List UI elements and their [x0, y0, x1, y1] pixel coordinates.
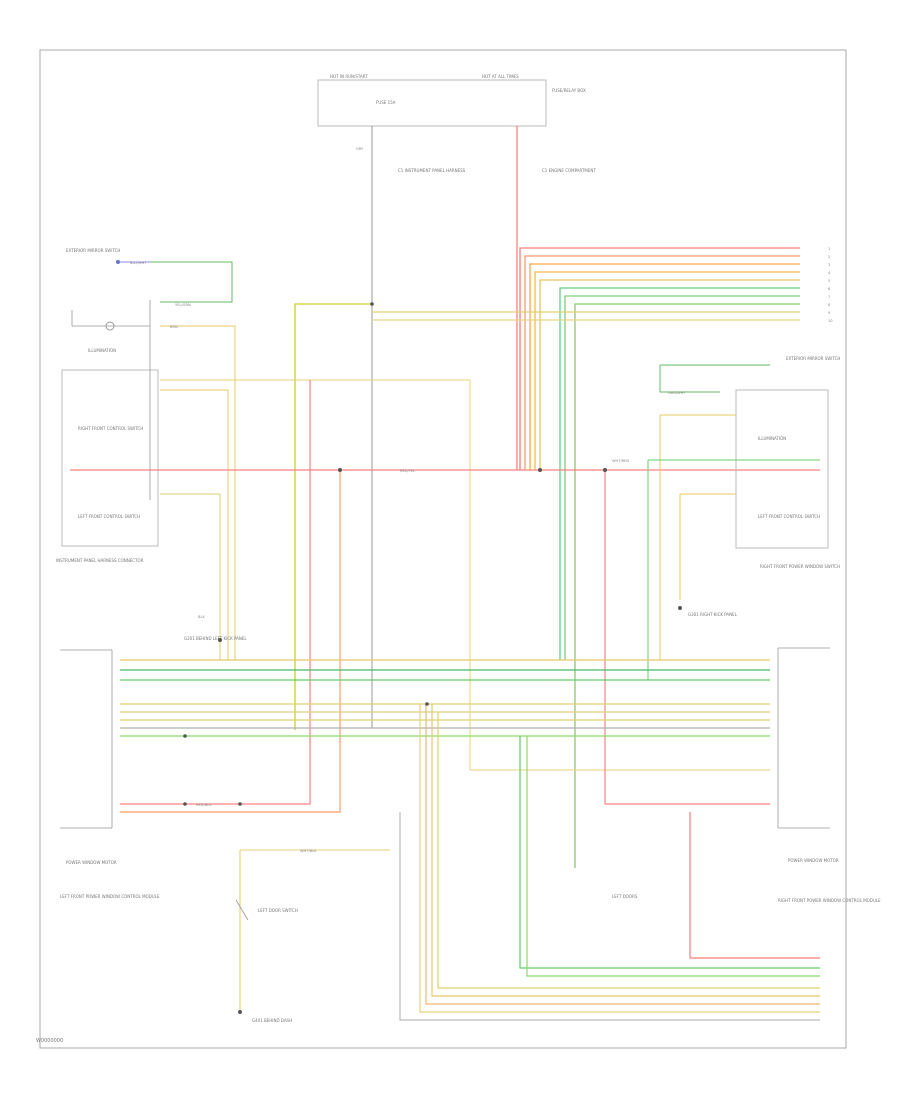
svg-text:3: 3: [828, 263, 830, 267]
wire-label-wht-red: WHT/RED: [612, 459, 629, 463]
left-mirror-switch: EXTERIOR MIRROR SWITCH: [66, 248, 233, 303]
svg-text:1: 1: [828, 247, 830, 251]
left-front-switch: RIGHT FRONT CONTROL SWITCH LEFT FRONT CO…: [61, 300, 820, 771]
fuse-box: HOT IN RUN/START HOT AT ALL TIMES FUSE 1…: [317, 74, 586, 127]
left-splice-label: C1 INSTRUMENT PANEL HARNESS: [398, 168, 466, 173]
bottom-fanout-wires: [399, 704, 820, 1021]
splice-dots: [183, 302, 607, 806]
svg-text:2: 2: [828, 255, 830, 259]
wire-label-red-yel: RED/YEL: [400, 469, 415, 473]
red-vertical-wire-2: [120, 470, 341, 813]
right-motor-module-label: RIGHT FRONT POWER WINDOW CONTROL MODULE: [778, 898, 881, 903]
diagram-frame: [39, 49, 847, 1049]
svg-text:10: 10: [828, 319, 833, 323]
fuse-box-right-title: HOT AT ALL TIMES: [482, 74, 519, 79]
left-door-switch: LEFT DOOR SWITCH G401 BEHIND DASH LEFT D…: [235, 849, 638, 1023]
svg-text:4: 4: [828, 271, 831, 275]
left-illumination-label: ILLUMINATION: [88, 348, 116, 353]
wire-color-labels: RED/YEL WHT/RED YEL/GRN GRN/WHT BLU/WHT …: [130, 147, 686, 853]
left-motor-label: POWER WINDOW MOTOR: [66, 860, 117, 865]
ground-left-label: G201 BEHIND LEFT KICK PANEL: [184, 636, 247, 641]
wire-label-red-blu: RED/BLU: [196, 803, 212, 807]
fuse-box-right-label: FUSE/RELAY BOX: [552, 88, 586, 93]
right-illumination-label: ILLUMINATION: [758, 436, 786, 441]
svg-text:5: 5: [828, 279, 830, 283]
wire-label-yel-grn: YEL/GRN: [175, 303, 191, 307]
door-ground-label: G401 BEHIND DASH: [252, 1018, 292, 1023]
left-front-switch-label: RIGHT FRONT CONTROL SWITCH: [78, 426, 143, 431]
right-harness-bundle: [294, 247, 800, 868]
fuse-box-sub: FUSE 15A: [376, 100, 396, 105]
left-motor-module-label: LEFT FRONT POWER WINDOW CONTROL MODULE: [60, 894, 160, 899]
right-front-switch: ILLUMINATION LEFT FRONT CONTROL SWITCH R…: [647, 389, 840, 681]
right-front-switch-label: LEFT FRONT CONTROL SWITCH: [758, 514, 820, 519]
right-mirror-switch: EXTERIOR MIRROR SWITCH: [659, 356, 840, 393]
ground-left: G201 BEHIND LEFT KICK PANEL: [184, 636, 247, 642]
harness-connector-ticks: 1 2 3 4 5 6 7 8 9 10: [828, 247, 833, 323]
svg-text:6: 6: [828, 287, 831, 291]
door-switch-label: LEFT DOOR SWITCH: [258, 908, 298, 913]
red-vertical-wire-1: [120, 380, 311, 805]
diagram-footer-code: W0000000: [36, 1038, 64, 1044]
fuse-box-title: HOT IN RUN/START: [330, 74, 368, 79]
wire-label-blk: BLK: [198, 615, 205, 619]
left-illumination: ILLUMINATION: [71, 310, 236, 660]
wire-label-gry: GRY: [356, 147, 364, 151]
right-front-lower-label: RIGHT FRONT POWER WINDOW SWITCH: [760, 564, 840, 569]
left-door-block-label: INSTRUMENT PANEL HARNESS CONNECTOR: [56, 558, 144, 563]
left-mirror-switch-label: EXTERIOR MIRROR SWITCH: [66, 248, 120, 253]
right-mirror-switch-label: EXTERIOR MIRROR SWITCH: [786, 356, 840, 361]
red-vertical-wire-3: [604, 470, 770, 805]
wire-label-blu-wht: BLU/WHT: [130, 261, 147, 265]
svg-text:7: 7: [828, 295, 830, 299]
wire-label-brn: BRN: [170, 325, 178, 329]
ground-right: G301 RIGHT KICK PANEL: [678, 606, 738, 617]
right-motor-label: POWER WINDOW MOTOR: [788, 858, 839, 863]
left-motor-module: POWER WINDOW MOTOR LEFT FRONT POWER WIND…: [60, 649, 160, 899]
left-front-lower-label: LEFT FRONT CONTROL SWITCH: [78, 514, 140, 519]
svg-text:9: 9: [828, 311, 831, 315]
bus-wires: [120, 659, 770, 737]
right-splice-label: C1 ENGINE COMPARTMENT: [542, 168, 596, 173]
wire-label-grn-wht: GRN/WHT: [668, 391, 686, 395]
svg-text:8: 8: [828, 303, 831, 307]
ground-right-label: G301 RIGHT KICK PANEL: [688, 612, 738, 617]
wire-label-wht-blk: WHT/BLK: [300, 849, 317, 853]
left-doors-label: LEFT DOORS: [612, 894, 638, 899]
right-motor-module: POWER WINDOW MOTOR RIGHT FRONT POWER WIN…: [777, 647, 881, 903]
